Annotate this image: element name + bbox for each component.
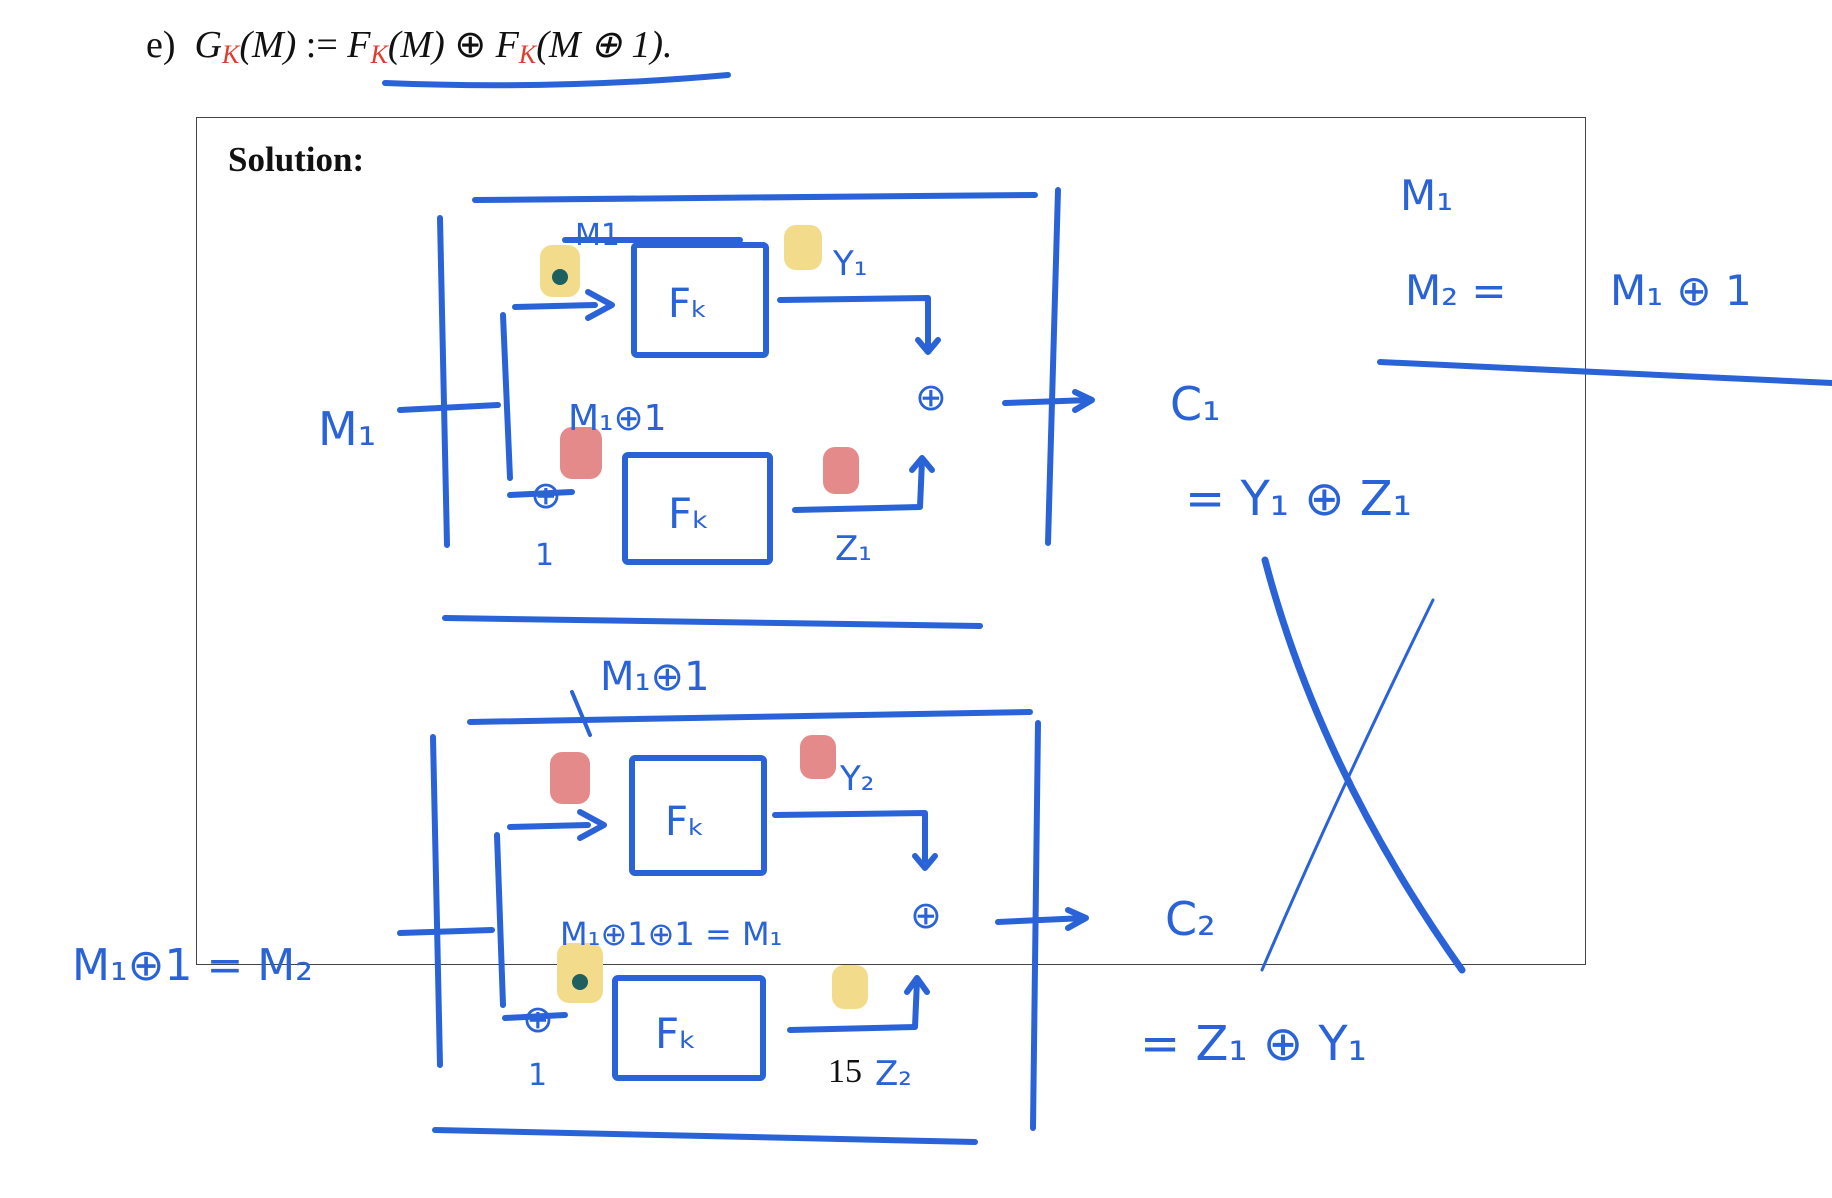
dot-m1-top bbox=[552, 269, 568, 285]
block2-one-label: 1 bbox=[528, 1058, 547, 1093]
side-note-line2-right: M₁ ⊕ 1 bbox=[1610, 266, 1752, 315]
block2-input-text: M₁⊕1 = M₂ bbox=[72, 940, 313, 991]
block1-y-line bbox=[777, 295, 931, 348]
block1-input-text: M₁ bbox=[318, 402, 376, 456]
block2-y-arrowhead bbox=[912, 853, 938, 871]
dot-block2-bottom bbox=[572, 974, 588, 990]
block2-result: = Z₁ ⊕ Y₁ bbox=[1140, 1016, 1367, 1072]
cross-line-thin bbox=[1260, 598, 1435, 972]
g-argument: (M) bbox=[239, 24, 297, 66]
block1-output-arrowhead bbox=[1072, 389, 1095, 413]
red-marker-y2 bbox=[800, 735, 836, 779]
block2-arrowhead-top bbox=[577, 809, 607, 841]
problem-label: e) bbox=[146, 24, 176, 66]
block1-arrowhead-top bbox=[585, 289, 615, 321]
block1-one-label: 1 bbox=[535, 538, 554, 573]
yellow-marker-block2-bottom bbox=[557, 943, 603, 1003]
block2-y2-label: Y₂ bbox=[839, 759, 874, 799]
red-marker-m1xor1 bbox=[560, 427, 602, 479]
block1-fk-bottom-label: Fₖ bbox=[668, 489, 710, 538]
problem-statement: e) GK(M) := FK(M) ⊕ FK(M ⊕ 1). bbox=[146, 22, 673, 70]
page-number: 15 bbox=[828, 1053, 862, 1090]
block2-y-line bbox=[772, 810, 928, 863]
block2-xor-in: ⊕ bbox=[522, 997, 554, 1041]
red-marker-z1 bbox=[823, 447, 859, 494]
block2-fk-top-label: Fₖ bbox=[665, 799, 705, 845]
block2-z-line bbox=[787, 977, 920, 1033]
block1-z-arrowhead bbox=[909, 455, 935, 473]
block1-xor-in: ⊕ bbox=[530, 473, 562, 517]
block2-output-line bbox=[995, 915, 1088, 925]
side-note-line1: M₁ bbox=[1400, 171, 1453, 220]
block2-input-line bbox=[397, 927, 495, 936]
block2-c2-label: C₂ bbox=[1165, 892, 1216, 946]
yellow-marker-z2 bbox=[832, 965, 868, 1009]
block2-fk-box-top bbox=[629, 755, 767, 876]
block2-header-label: M₁⊕1 bbox=[600, 654, 710, 700]
block2-top-line bbox=[467, 709, 1033, 725]
block2-split-bar bbox=[494, 832, 506, 1008]
f-symbol-2: F bbox=[495, 24, 519, 66]
block2-pointer-line bbox=[570, 690, 592, 737]
f-symbol: F bbox=[347, 24, 371, 66]
k-subscript: K bbox=[221, 40, 240, 69]
solution-title: Solution: bbox=[228, 140, 365, 179]
block1-bottom-line bbox=[442, 615, 983, 629]
block1-result: = Y₁ ⊕ Z₁ bbox=[1185, 471, 1412, 527]
cross-line-thick bbox=[1261, 556, 1466, 974]
block1-fk-box-top bbox=[631, 242, 769, 358]
f-argument-2: (M ⊕ 1). bbox=[536, 24, 673, 66]
block1-lower-label: M₁⊕1 bbox=[568, 398, 667, 439]
f-argument: (M) bbox=[387, 24, 445, 66]
block2-lower-label: M₁⊕1⊕1 = M₁ bbox=[560, 915, 782, 953]
block1-c1-label: C₁ bbox=[1170, 377, 1221, 431]
block1-top-line bbox=[472, 192, 1038, 203]
block1-xor-symbol: ⊕ bbox=[915, 375, 947, 419]
block1-y1-label: Y₁ bbox=[832, 244, 867, 284]
block1-z1-label: Z₁ bbox=[835, 529, 872, 569]
block2-xor-symbol: ⊕ bbox=[910, 893, 942, 937]
block1-arrow-bottom bbox=[507, 489, 575, 498]
block1-output-line bbox=[1002, 397, 1093, 406]
k-subscript-2: K bbox=[370, 40, 388, 69]
block2-left-bar bbox=[430, 734, 443, 1068]
side-note-underline bbox=[1377, 359, 1832, 386]
red-marker-block2-top bbox=[550, 752, 590, 804]
block1-split-bar bbox=[500, 312, 513, 481]
g-symbol: G bbox=[194, 24, 222, 66]
block1-fk-box-bottom bbox=[622, 452, 773, 565]
block1-arrow-top bbox=[512, 302, 598, 310]
block2-z-arrowhead bbox=[904, 975, 930, 995]
block2-bottom-line bbox=[432, 1127, 978, 1145]
block2-arrow-bottom bbox=[502, 1012, 568, 1021]
block2-output-arrowhead bbox=[1065, 907, 1089, 931]
yellow-marker-y1 bbox=[784, 225, 822, 270]
block1-y-arrowhead bbox=[915, 337, 941, 355]
block1-right-bar bbox=[1045, 187, 1061, 546]
block1-input-line bbox=[397, 402, 501, 413]
block2-fk-box-bottom bbox=[612, 975, 766, 1081]
side-note-line2-left: M₂ = bbox=[1405, 266, 1507, 315]
highlight-markers bbox=[540, 225, 868, 1009]
block2-z2-label: Z₂ bbox=[875, 1054, 912, 1094]
block2-arrow-top bbox=[507, 822, 591, 830]
block1-upper-label: M1 bbox=[575, 218, 620, 253]
block1-z-line bbox=[792, 457, 925, 513]
block1-fk-top-label: Fₖ bbox=[668, 281, 708, 327]
xor-symbol: ⊕ bbox=[454, 24, 487, 66]
problem-underline bbox=[382, 72, 731, 89]
k-subscript-3: K bbox=[518, 40, 537, 69]
block2-right-bar bbox=[1030, 720, 1041, 1131]
assign-symbol: := bbox=[305, 24, 338, 66]
block1-left-bar bbox=[437, 215, 450, 548]
block2-fk-bottom-label: Fₖ bbox=[655, 1009, 697, 1058]
solution-box bbox=[196, 117, 1586, 965]
